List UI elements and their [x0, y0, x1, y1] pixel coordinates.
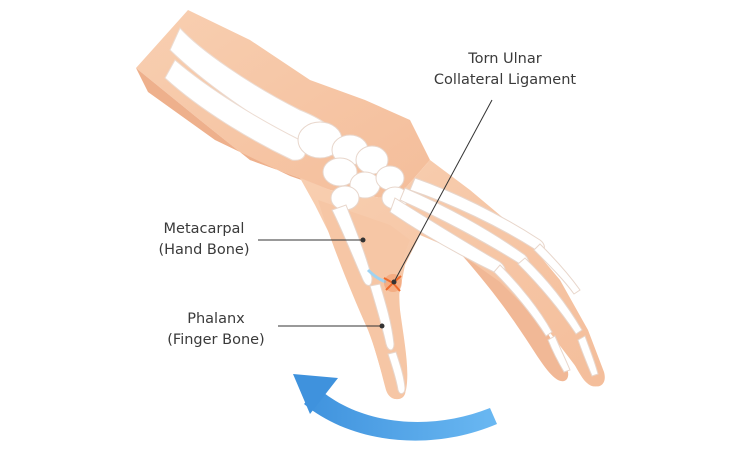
torn-ligament-pointer-dot	[391, 279, 397, 285]
torn-ligament-label-line2: Collateral Ligament	[433, 72, 577, 88]
ligament	[366, 268, 387, 284]
phalanx-label-line2: (Finger Bone)	[167, 332, 265, 348]
metacarpal-label-line2: (Hand Bone)	[158, 242, 250, 258]
phalanx-label-line1: Phalanx	[187, 311, 245, 327]
thumb	[318, 200, 410, 399]
thumb-proximal-phalanx	[369, 283, 395, 351]
thumb-distal-phalanx	[387, 351, 406, 395]
ulna-bone	[164, 59, 306, 161]
metacarpal-label-line1: Metacarpal	[163, 221, 245, 237]
little-finger	[440, 232, 569, 382]
leader-lines	[258, 99, 493, 329]
torn-ligament-leader-line	[393, 99, 493, 283]
torn-ligament-label: Torn Ulnar Collateral Ligament	[420, 49, 590, 91]
thumb-metacarpal	[331, 204, 373, 286]
finger-phalanges	[493, 243, 599, 377]
torn-ligament-highlight	[383, 274, 402, 292]
phalanx-label: Phalanx (Finger Bone)	[156, 309, 276, 351]
curved-arrow-icon	[293, 374, 497, 441]
phalanx-pointer-dot	[379, 323, 385, 329]
torn-ligament-label-line1: Torn Ulnar	[468, 51, 542, 67]
metacarpal-bones	[389, 177, 545, 275]
metacarpal-label: Metacarpal (Hand Bone)	[146, 219, 262, 261]
metacarpal-pointer-dot	[360, 237, 366, 243]
